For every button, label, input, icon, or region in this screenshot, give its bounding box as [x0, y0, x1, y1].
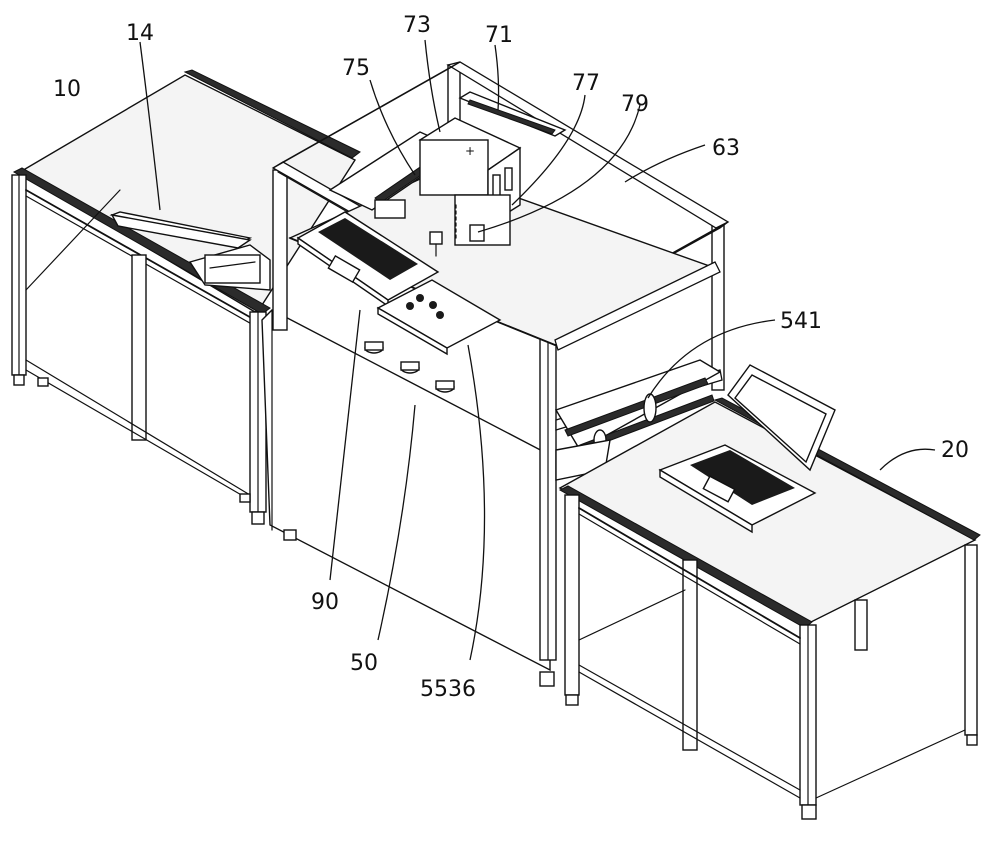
bridge-conveyor — [554, 359, 722, 481]
label-14: 14 — [126, 21, 154, 46]
work-plate — [376, 279, 502, 356]
label-10: 10 — [53, 77, 81, 102]
reference-labels: 10 14 75 73 71 77 79 63 541 20 90 50 553… — [53, 13, 969, 702]
label-541: 541 — [780, 309, 822, 334]
label-50: 50 — [350, 651, 378, 676]
label-90: 90 — [311, 590, 339, 615]
xy-stage: + — [328, 91, 567, 257]
right-table — [558, 397, 981, 820]
label-77: 77 — [572, 71, 600, 96]
label-79: 79 — [621, 92, 649, 117]
left-conveyor — [109, 211, 271, 291]
label-73: 73 — [403, 13, 431, 38]
label-63: 63 — [712, 136, 740, 161]
leader-lines — [139, 39, 936, 661]
central-cabinet — [261, 309, 555, 687]
laptop — [658, 364, 836, 534]
label-20: 20 — [941, 438, 969, 463]
label-71: 71 — [485, 23, 513, 48]
label-75: 75 — [342, 56, 370, 81]
label-5536: 5536 — [420, 677, 476, 702]
svg-text:+: + — [465, 144, 475, 158]
